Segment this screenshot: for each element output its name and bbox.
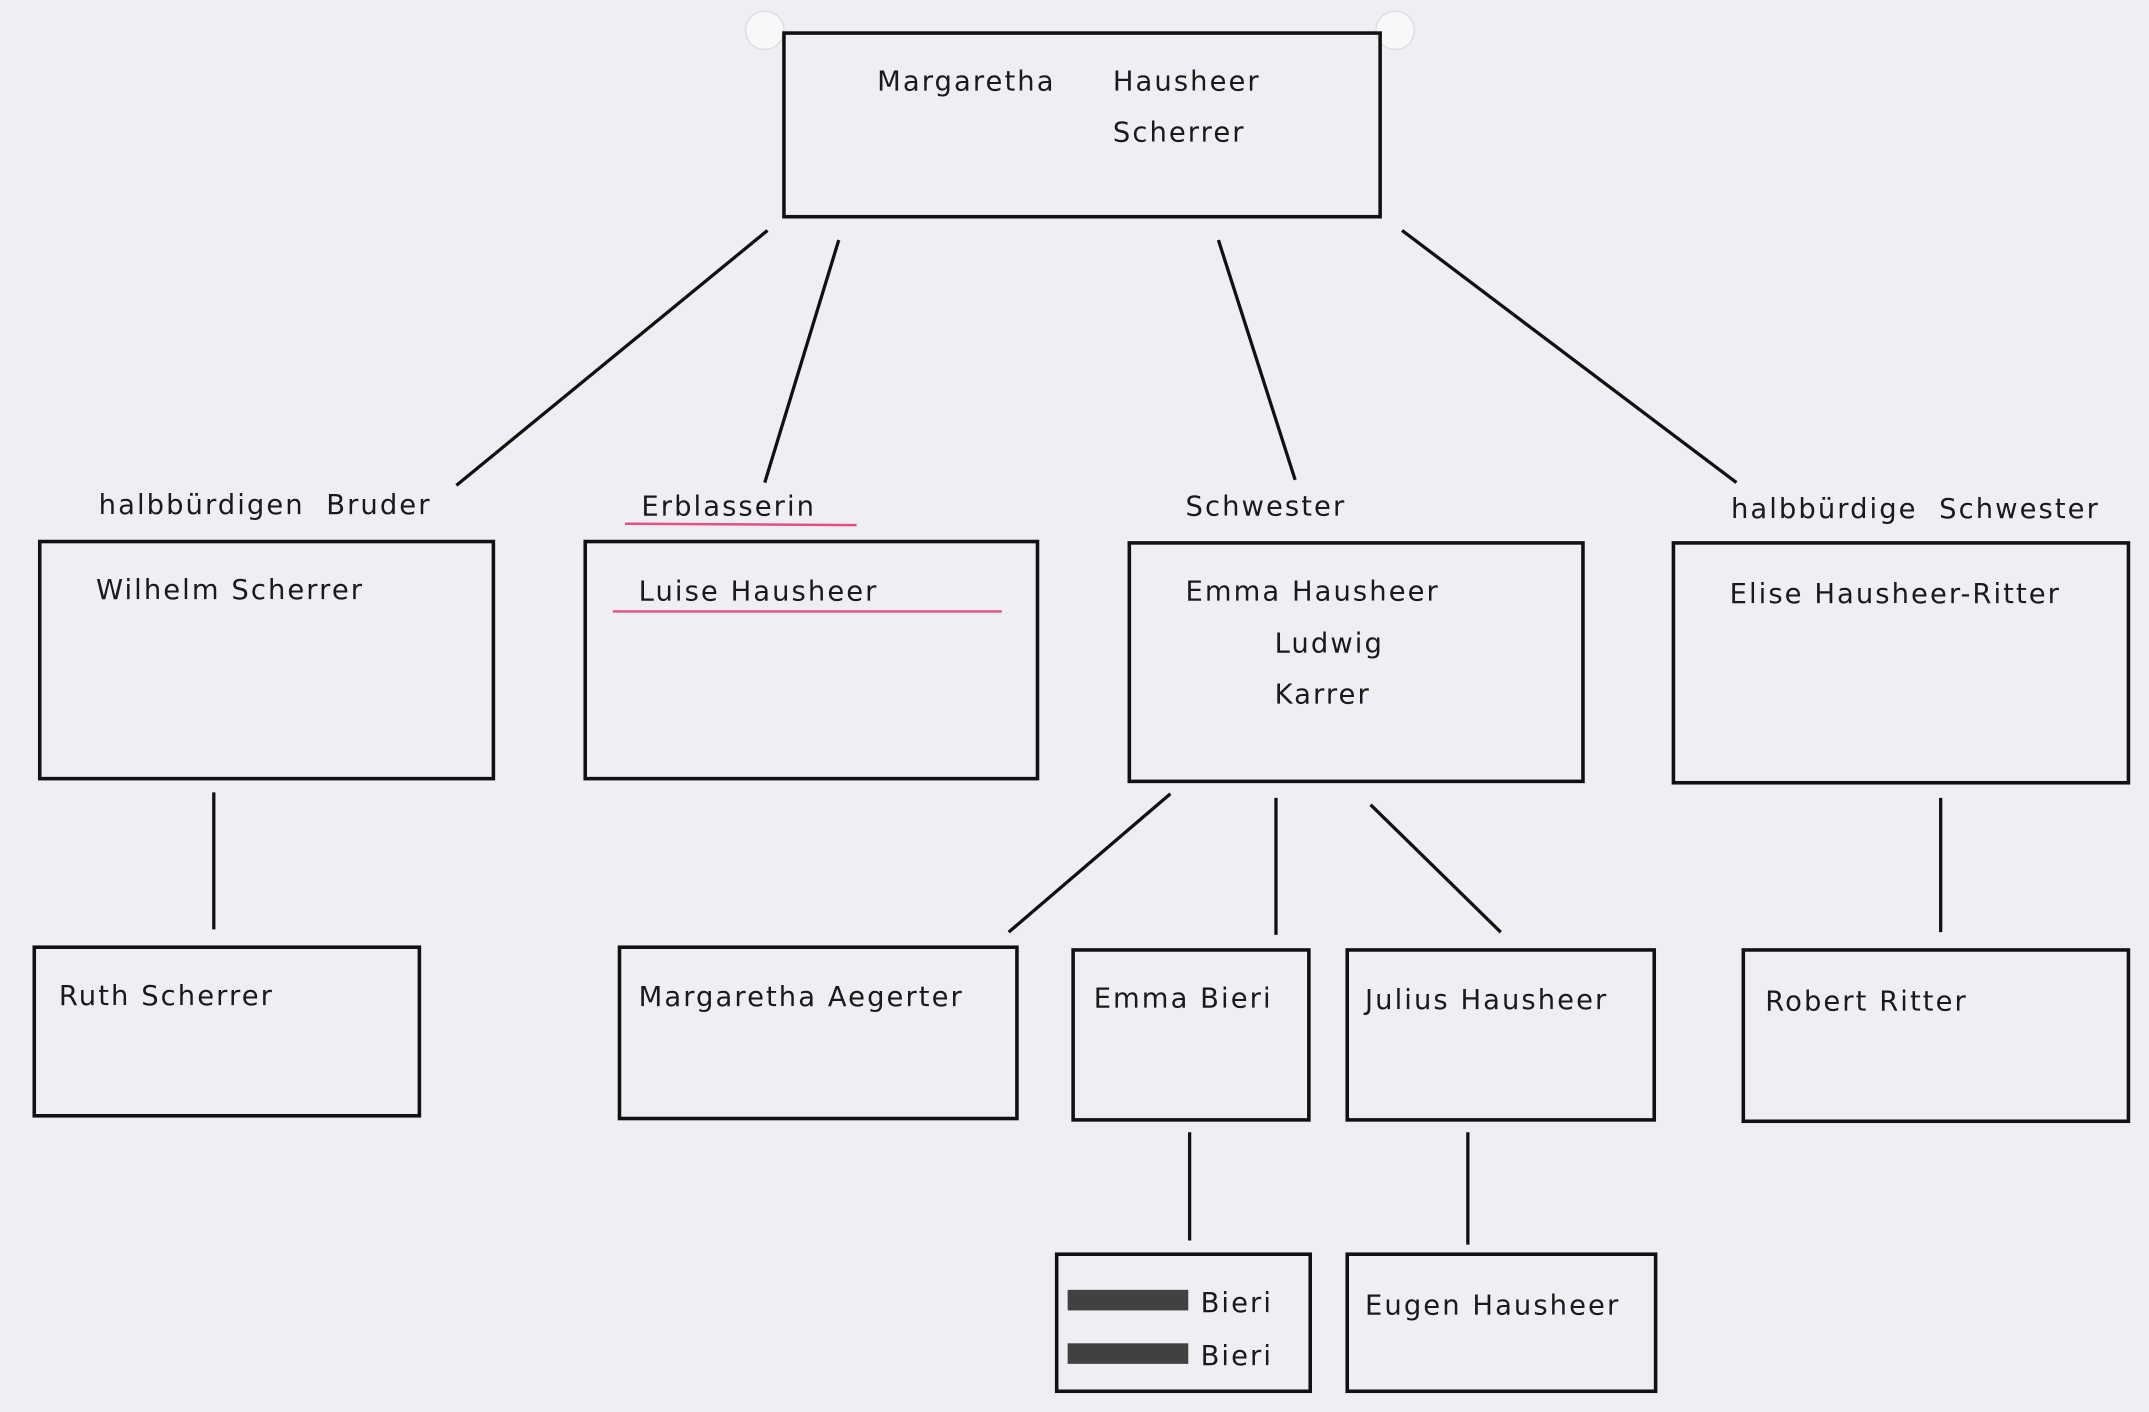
node-name: Eugen Hausheer (1365, 1291, 1620, 1322)
node-emma-bieri: Emma Bieri (1071, 948, 1311, 1122)
node-emma: Emma Hausheer Ludwig Karrer (1127, 541, 1585, 784)
root-last-name-1: Hausheer (1113, 67, 1261, 98)
label-testator: Erblasserin (641, 491, 816, 522)
deceased-cross-icon (1310, 67, 1333, 103)
punch-hole (1375, 10, 1416, 51)
label-sister: Schwester (1186, 491, 1347, 522)
deceased-cross-icon (1507, 568, 1530, 605)
root-node: Margaretha Hausheer Scherrer (782, 31, 1382, 219)
node-name: Luise Hausheer (639, 576, 879, 607)
node-wilhelm: Wilhelm Scherrer (37, 539, 496, 781)
node-name: Emma Hausheer (1186, 576, 1440, 607)
node-name: Julius Hausheer (1363, 985, 1608, 1016)
root-first-name: Margaretha (877, 67, 1055, 98)
node-luise: Luise Hausheer (583, 539, 1040, 781)
connector-lines (212, 229, 1943, 1245)
node-name: Elise Hausheer-Ritter (1730, 579, 2061, 610)
node-name: Wilhelm Scherrer (96, 575, 364, 606)
node-robert: Robert Ritter (1741, 948, 2131, 1124)
deceased-cross-icon (1595, 1023, 1618, 1060)
node-name: Emma Bieri (1094, 984, 1273, 1015)
label-half-brother: halbbürdigen Bruder (99, 490, 432, 521)
node-name: Ruth Scherrer (59, 981, 274, 1012)
node-name-line2: Bieri (1201, 1341, 1273, 1372)
node-name: Margaretha Aegerter (639, 982, 964, 1013)
root-last-name-2: Scherrer (1113, 117, 1246, 148)
deceased-cross-icon (430, 567, 453, 604)
deceased-cross-icon (2065, 623, 2088, 660)
highlight-underline (624, 522, 857, 527)
node-margaretha-aegerter: Margaretha Aegerter (617, 945, 1019, 1121)
node-bieri-children: Bieri Bieri (1054, 1252, 1313, 1394)
node-name-line3: Karrer (1275, 679, 1371, 710)
punch-hole (744, 10, 785, 51)
node-julius: Julius Hausheer (1345, 948, 1657, 1122)
node-elise: Elise Hausheer-Ritter (1671, 541, 2131, 785)
node-eugen: Eugen Hausheer (1345, 1252, 1658, 1394)
label-half-sister: halbbürdige Schwester (1731, 494, 2100, 525)
node-name-line1: Bieri (1201, 1288, 1273, 1319)
redaction-mark (1067, 1289, 1189, 1311)
deceased-cross-icon (968, 568, 991, 605)
node-name-line2: Ludwig (1275, 629, 1384, 660)
node-ruth: Ruth Scherrer (32, 945, 422, 1118)
node-name: Robert Ritter (1765, 986, 1968, 1017)
redaction-mark (1067, 1343, 1189, 1364)
